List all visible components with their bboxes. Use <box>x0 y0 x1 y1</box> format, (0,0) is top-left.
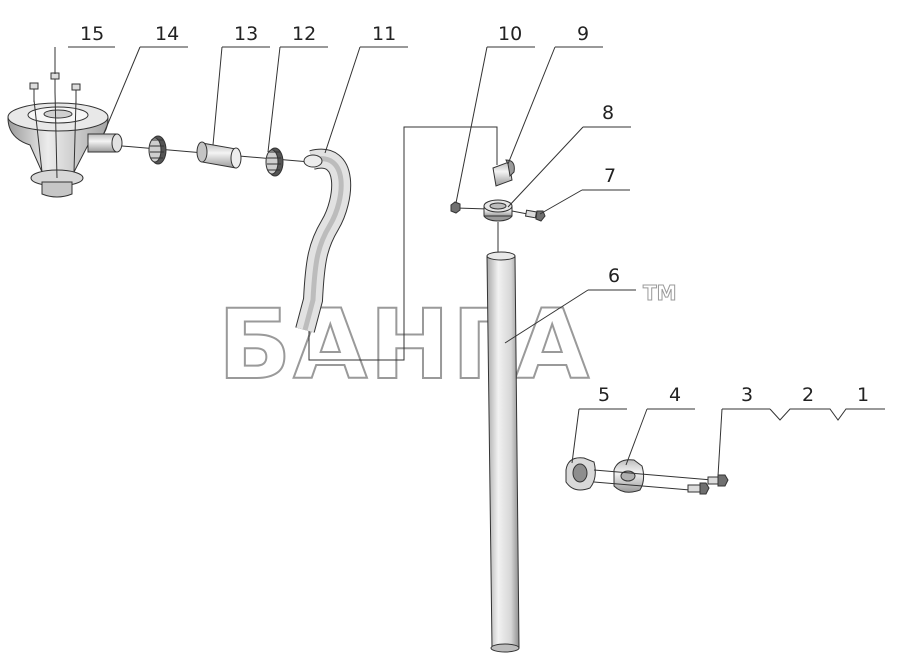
gasket <box>565 457 596 491</box>
callout-3: 3 <box>741 384 753 406</box>
flange <box>613 459 645 493</box>
leader-lines <box>54 46 885 477</box>
routing-line <box>308 126 498 361</box>
hose-sleeve <box>196 141 242 169</box>
flange-bolts <box>687 474 729 495</box>
retaining-clip <box>492 159 515 187</box>
watermark-tm: TM <box>643 281 677 305</box>
hose-clamp-left <box>148 135 167 165</box>
breather-housing <box>7 91 123 198</box>
fastener-axis-lower <box>593 481 691 491</box>
callout-8: 8 <box>602 102 614 124</box>
callout-11: 11 <box>372 23 396 45</box>
callout-6: 6 <box>608 265 620 287</box>
callout-14: 14 <box>155 23 179 45</box>
callout-5: 5 <box>598 384 610 406</box>
callout-2: 2 <box>802 384 814 406</box>
fastener-axis-upper <box>593 469 713 481</box>
breather-tube <box>486 251 520 653</box>
callout-15: 15 <box>80 23 104 45</box>
callout-10: 10 <box>498 23 522 45</box>
watermark: БАНГА TM <box>217 281 677 403</box>
mounting-bolts <box>29 72 81 103</box>
bent-hose <box>295 148 352 333</box>
clamp-bracket <box>483 199 539 254</box>
hose-clamp-right <box>265 147 284 177</box>
callout-labels: 15 14 13 12 11 10 9 8 7 6 5 4 3 2 1 <box>80 23 869 406</box>
callout-7: 7 <box>604 165 616 187</box>
callout-1: 1 <box>857 384 869 406</box>
callout-12: 12 <box>292 23 316 45</box>
callout-9: 9 <box>577 23 589 45</box>
bracket-bolt <box>524 209 546 222</box>
callout-13: 13 <box>234 23 258 45</box>
callout-4: 4 <box>669 384 681 406</box>
nut <box>450 201 489 214</box>
watermark-text: БАНГА <box>218 289 591 401</box>
